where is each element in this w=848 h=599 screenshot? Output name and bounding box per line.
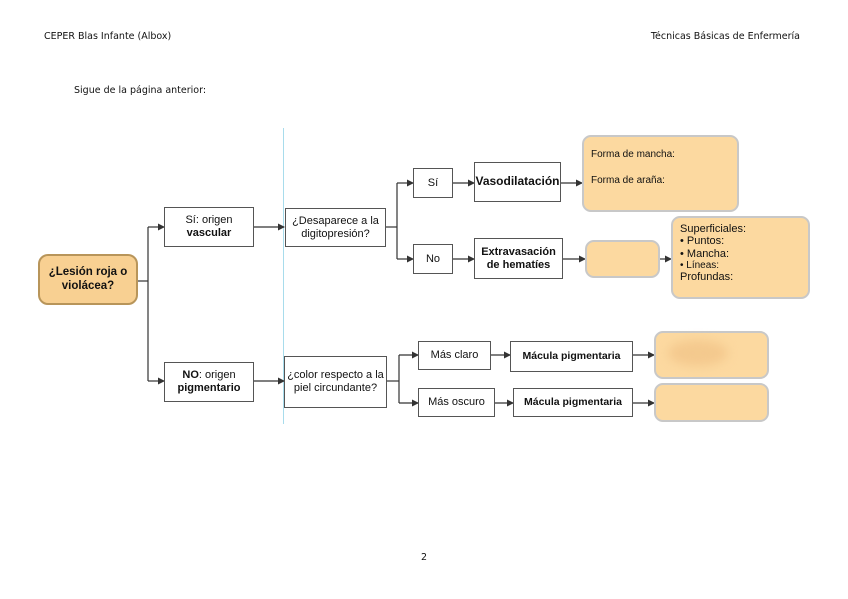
mas-claro-box: Más claro: [418, 341, 491, 370]
profundas-text: Profundas:: [680, 271, 734, 284]
digitopresion-question-box: ¿Desaparece a la digitopresión?: [285, 208, 386, 247]
superficiales-item: • Puntos:: [680, 235, 725, 248]
mas-claro-text: Más claro: [430, 349, 479, 362]
mas-oscuro-text: Más oscuro: [428, 396, 485, 409]
vascular-line2: vascular: [186, 227, 232, 239]
extravasacion-text: Extravasación de hematíes: [481, 245, 556, 271]
pigmentario-line2: pigmentario: [177, 382, 241, 394]
vasodilatacion-box: Vasodilatación: [474, 162, 561, 202]
macula-box-2: Mácula pigmentaria: [513, 388, 633, 417]
forma-arana-text: Forma de araña:: [591, 174, 665, 186]
forma-mancha-text: Forma de mancha:: [591, 149, 675, 160]
macula-text-1: Mácula pigmentaria: [522, 350, 621, 363]
color-question-box: ¿color respecto a la piel circundante?: [284, 356, 387, 408]
page-number: 2: [420, 552, 428, 563]
start-question-box: ¿Lesión roja o violácea?: [38, 254, 138, 305]
no-box: No: [413, 244, 453, 274]
intro-text: Sigue de la página anterior:: [74, 85, 207, 96]
digitopresion-text: ¿Desaparece a la digitopresión?: [292, 214, 379, 240]
macula-box-1: Mácula pigmentaria: [510, 341, 633, 372]
pigmentario-origin-box: NO: origen pigmentario: [164, 362, 254, 402]
color-question-text: ¿color respecto a la piel circundante?: [287, 369, 384, 394]
superficiales-item: • Líneas:: [680, 259, 720, 271]
extravasacion-box: Extravasación de hematíes: [474, 238, 563, 279]
start-question-text: ¿Lesión roja o violácea?: [48, 266, 128, 292]
header-right: Técnicas Básicas de Enfermería: [650, 31, 800, 42]
si-box: Sí: [413, 168, 453, 198]
vascular-line1: Sí: origen: [185, 214, 233, 227]
superficiales-box: Superficiales: • Puntos: • Mancha: • Lín…: [671, 216, 810, 299]
macula-text-2: Mácula pigmentaria: [523, 396, 623, 409]
pigmentario-line1: : origen: [198, 369, 236, 382]
extravasacion-answer-box: [585, 240, 660, 278]
superficiales-title: Superficiales:: [680, 223, 747, 235]
pigmentario-no-word: NO: [182, 369, 199, 382]
header-left: CEPER Blas Infante (Albox): [44, 31, 172, 42]
answer-smudge: [668, 340, 728, 366]
mas-oscuro-box: Más oscuro: [418, 388, 495, 417]
formas-box: Forma de mancha: Forma de araña:: [582, 135, 739, 212]
no-text: No: [425, 252, 441, 265]
superficiales-item: • Mancha:: [680, 247, 730, 260]
macula-answer-box-2: [654, 383, 769, 422]
vascular-origin-box: Sí: origen vascular: [164, 207, 254, 247]
si-text: Sí: [427, 176, 439, 189]
vasodilatacion-text: Vasodilatación: [475, 174, 560, 189]
